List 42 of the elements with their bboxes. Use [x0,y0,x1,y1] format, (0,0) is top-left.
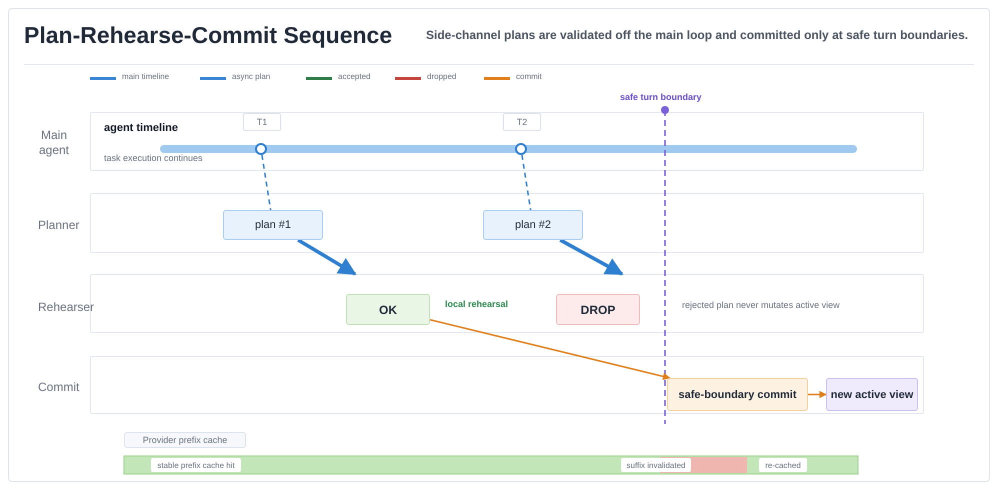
node-label: plan #2 [514,219,552,231]
lane-label: Planner [38,218,80,233]
lane-label: Main agent [38,128,70,158]
process-box [667,378,808,411]
connector-line [261,154,272,210]
lane-label: Rehearser [38,300,94,315]
legend-label: commit [516,72,542,81]
cache-title: Provider prefix cache [124,432,246,448]
cache-segment-label: re-cached [759,458,807,472]
cache-segment-label: stable prefix cache hit [151,458,241,472]
arrow [430,318,670,380]
legend-label: async plan [232,72,270,81]
legend-label: dropped [427,72,456,81]
plan-box [223,210,323,240]
arrow [559,238,624,276]
lane-note: task execution continues [104,153,203,163]
status-box [556,294,640,325]
result-box [826,378,918,411]
diagram-subtitle: Side-channel plans are validated off the main loop and committed only at safe turn boundaries. [426,28,968,42]
node-label: plan #1 [254,219,292,231]
time-tag: T1 [243,113,281,131]
time-tag: T2 [503,113,541,131]
arrow [808,390,827,398]
timeline-marker [515,143,527,155]
cache-segment-label: suffix invalidated [621,458,691,472]
node-label: safe-boundary commit [678,388,796,400]
node-label: OK [379,302,397,316]
lane-label: Commit [38,380,80,395]
timeline-marker [255,143,267,155]
legend-label: accepted [338,72,370,81]
connector-line [521,154,532,210]
status-box [346,294,430,325]
lane-note: rejected plan never mutates active view [682,300,840,310]
arrow [297,238,357,276]
rehearsal-note: local rehearsal [445,299,508,309]
legend-label: main timeline [122,72,170,81]
plan-box [483,210,583,240]
node-label: new active view [830,388,914,400]
boundary-label: safe turn boundary [620,92,702,102]
lane-title: agent timeline [104,122,178,134]
node-label: DROP [580,302,616,316]
diagram-title: Plan-Rehearse-Commit Sequence [24,22,392,49]
